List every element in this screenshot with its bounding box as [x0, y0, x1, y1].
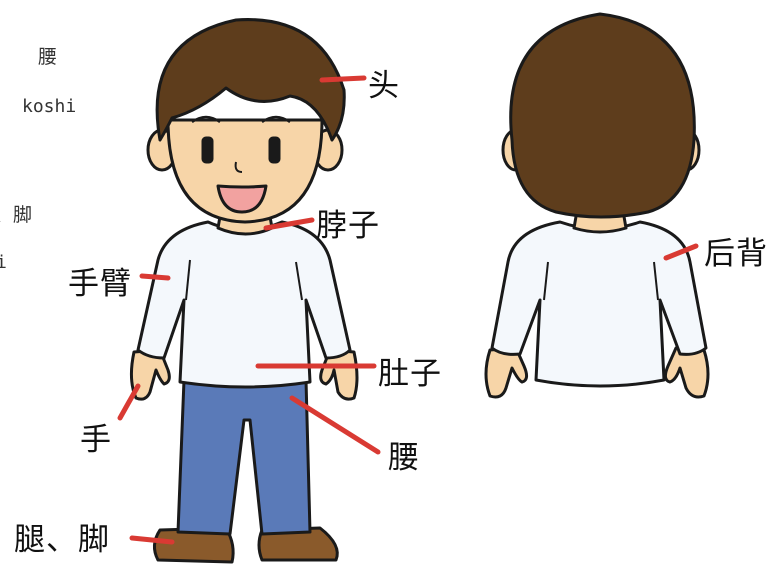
- left-hand: [129, 348, 171, 401]
- front-hair: [155, 18, 346, 142]
- pointer-leg-foot: [129, 535, 175, 545]
- side-partial-kanji: 、脚: [0, 204, 33, 226]
- pointer-arm: [139, 273, 171, 281]
- front-figure: [129, 18, 359, 564]
- label-hand: 手: [80, 422, 112, 458]
- right-hand: [319, 348, 359, 401]
- back-shirt: [490, 220, 708, 388]
- pants: [176, 378, 312, 536]
- pointer-head: [319, 75, 367, 83]
- right-shoe: [257, 526, 339, 562]
- side-partial-romaji: i: [0, 252, 7, 273]
- pointer-waist: [289, 395, 381, 455]
- right-eye: [268, 136, 281, 164]
- back-left-hand: [484, 346, 529, 399]
- label-neck: 脖子: [316, 208, 380, 244]
- side-kanji: 腰: [38, 46, 58, 68]
- label-stomach: 肚子: [378, 356, 442, 392]
- nose: [234, 161, 243, 173]
- label-leg-foot: 腿、脚: [14, 522, 110, 558]
- shirt: [136, 220, 352, 389]
- pointer-neck: [263, 217, 315, 231]
- back-right-hand: [663, 346, 710, 399]
- pointer-back: [663, 243, 699, 261]
- label-arm: 手臂: [68, 266, 132, 302]
- back-figure: [484, 12, 710, 399]
- mouth: [216, 184, 268, 214]
- label-waist: 腰: [388, 440, 420, 476]
- label-back: 后背: [704, 236, 768, 272]
- back-hair: [509, 12, 696, 219]
- left-eye: [201, 136, 214, 164]
- side-romaji: koshi: [22, 96, 77, 117]
- pointer-lines: [117, 75, 699, 545]
- pointer-hand: [117, 383, 141, 421]
- label-head: 头: [368, 68, 400, 104]
